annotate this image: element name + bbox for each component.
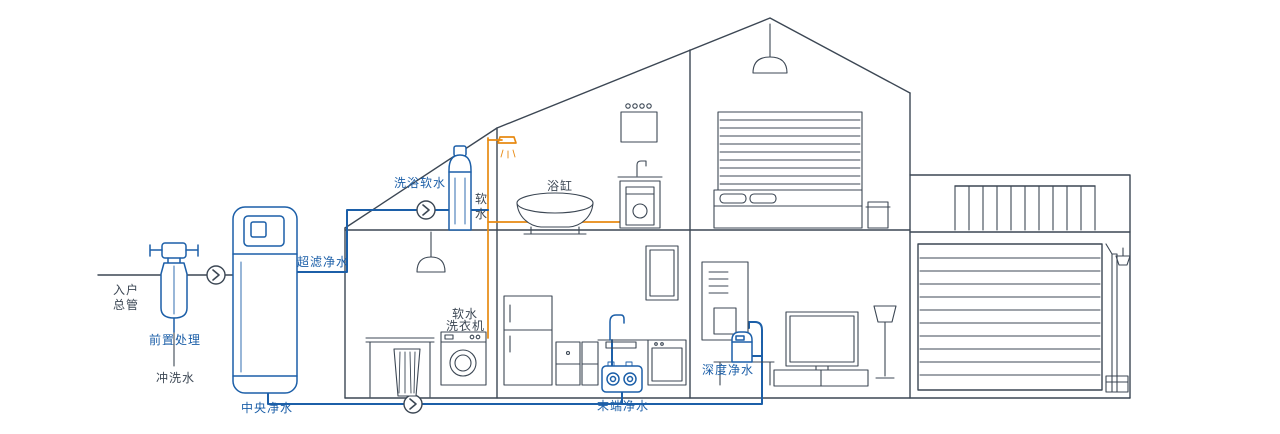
garage: [909, 174, 1131, 399]
roofline: [344, 17, 911, 229]
ceiling-lamp-laundry: [416, 231, 446, 273]
under-sink-appliance: [625, 186, 655, 226]
wall-lamp: [1115, 247, 1131, 266]
bathtub: [516, 192, 594, 235]
blinds-window: [717, 111, 863, 191]
boiler-unit: [701, 261, 749, 341]
diagram-labels: 入户 总管 前置处理 冲洗水 中央净水 超滤净水 洗浴软水 软 水 浴缸 软水 …: [113, 176, 754, 415]
tv-cabinet: [773, 369, 869, 387]
washing-machine: [440, 331, 487, 386]
outdoor-unit: [1105, 375, 1129, 393]
ceiling-lamp-bedroom: [752, 23, 788, 74]
vanity-faucet: [636, 160, 647, 177]
flow-arrow-upper: [416, 200, 436, 220]
ultrafiltration-pipe: [294, 209, 450, 273]
label-flush-water: 冲洗水: [156, 370, 195, 385]
living-room: [701, 261, 897, 387]
label-bathtub: 浴缸: [547, 178, 573, 193]
tv: [785, 311, 859, 371]
laundry-basket: [393, 348, 421, 397]
mirror-lights: [625, 103, 652, 109]
mirror-cabinet: [620, 111, 658, 143]
label-soft-water-2: 水: [475, 207, 488, 221]
ground-main-pipe: [267, 321, 763, 405]
nightstand-hamper: [865, 201, 891, 229]
label-central-purifier: 中央净水: [241, 400, 293, 415]
base-cabinet-1: [555, 341, 581, 386]
sink-counter: [597, 339, 649, 349]
garage-door: [917, 243, 1103, 391]
downspout: [1105, 243, 1118, 393]
deep-purifier-device: [731, 331, 753, 363]
label-inlet-line2: 总管: [113, 297, 139, 312]
kitchen-faucet: [609, 314, 625, 341]
label-deep-purifier: 深度净水: [702, 362, 754, 377]
flow-arrow-inlet: [206, 265, 226, 285]
dishwasher: [647, 339, 687, 386]
label-washer-line1: 软水: [452, 307, 478, 321]
vanity-unit: [617, 103, 663, 229]
floor-lamp: [873, 305, 897, 379]
laundry-room: [365, 231, 487, 398]
refrigerator: [503, 295, 553, 386]
label-inlet-line1: 入户: [113, 282, 139, 297]
flow-arrow-lower: [403, 394, 423, 414]
pre-treatment-filter-device: [149, 242, 199, 333]
bath-softener-device: [448, 145, 472, 231]
garage-door-slats: [919, 257, 1101, 376]
roof-railing-posts: [954, 185, 1096, 231]
label-washer-line2: 洗衣机: [446, 318, 485, 333]
label-terminal-purifier: 末端净水: [597, 399, 649, 413]
wall-cabinet: [645, 245, 679, 301]
base-cabinet-2: [581, 341, 599, 386]
label-pre-treatment: 前置处理: [149, 332, 201, 347]
house-structure: [344, 17, 1131, 399]
terminal-purifier-device: [601, 361, 643, 393]
kitchen: [503, 245, 687, 386]
laundry-table: [365, 337, 435, 398]
shower-head: [497, 136, 517, 159]
label-ultra-filtration: 超滤净水: [297, 254, 349, 269]
label-bath-softener: 洗浴软水: [394, 176, 446, 190]
label-soft-water-1: 软: [475, 192, 488, 206]
garage-roof: [909, 174, 1131, 399]
bedroom: [713, 23, 891, 229]
bed: [713, 189, 863, 229]
central-purifier-device: [232, 206, 298, 394]
